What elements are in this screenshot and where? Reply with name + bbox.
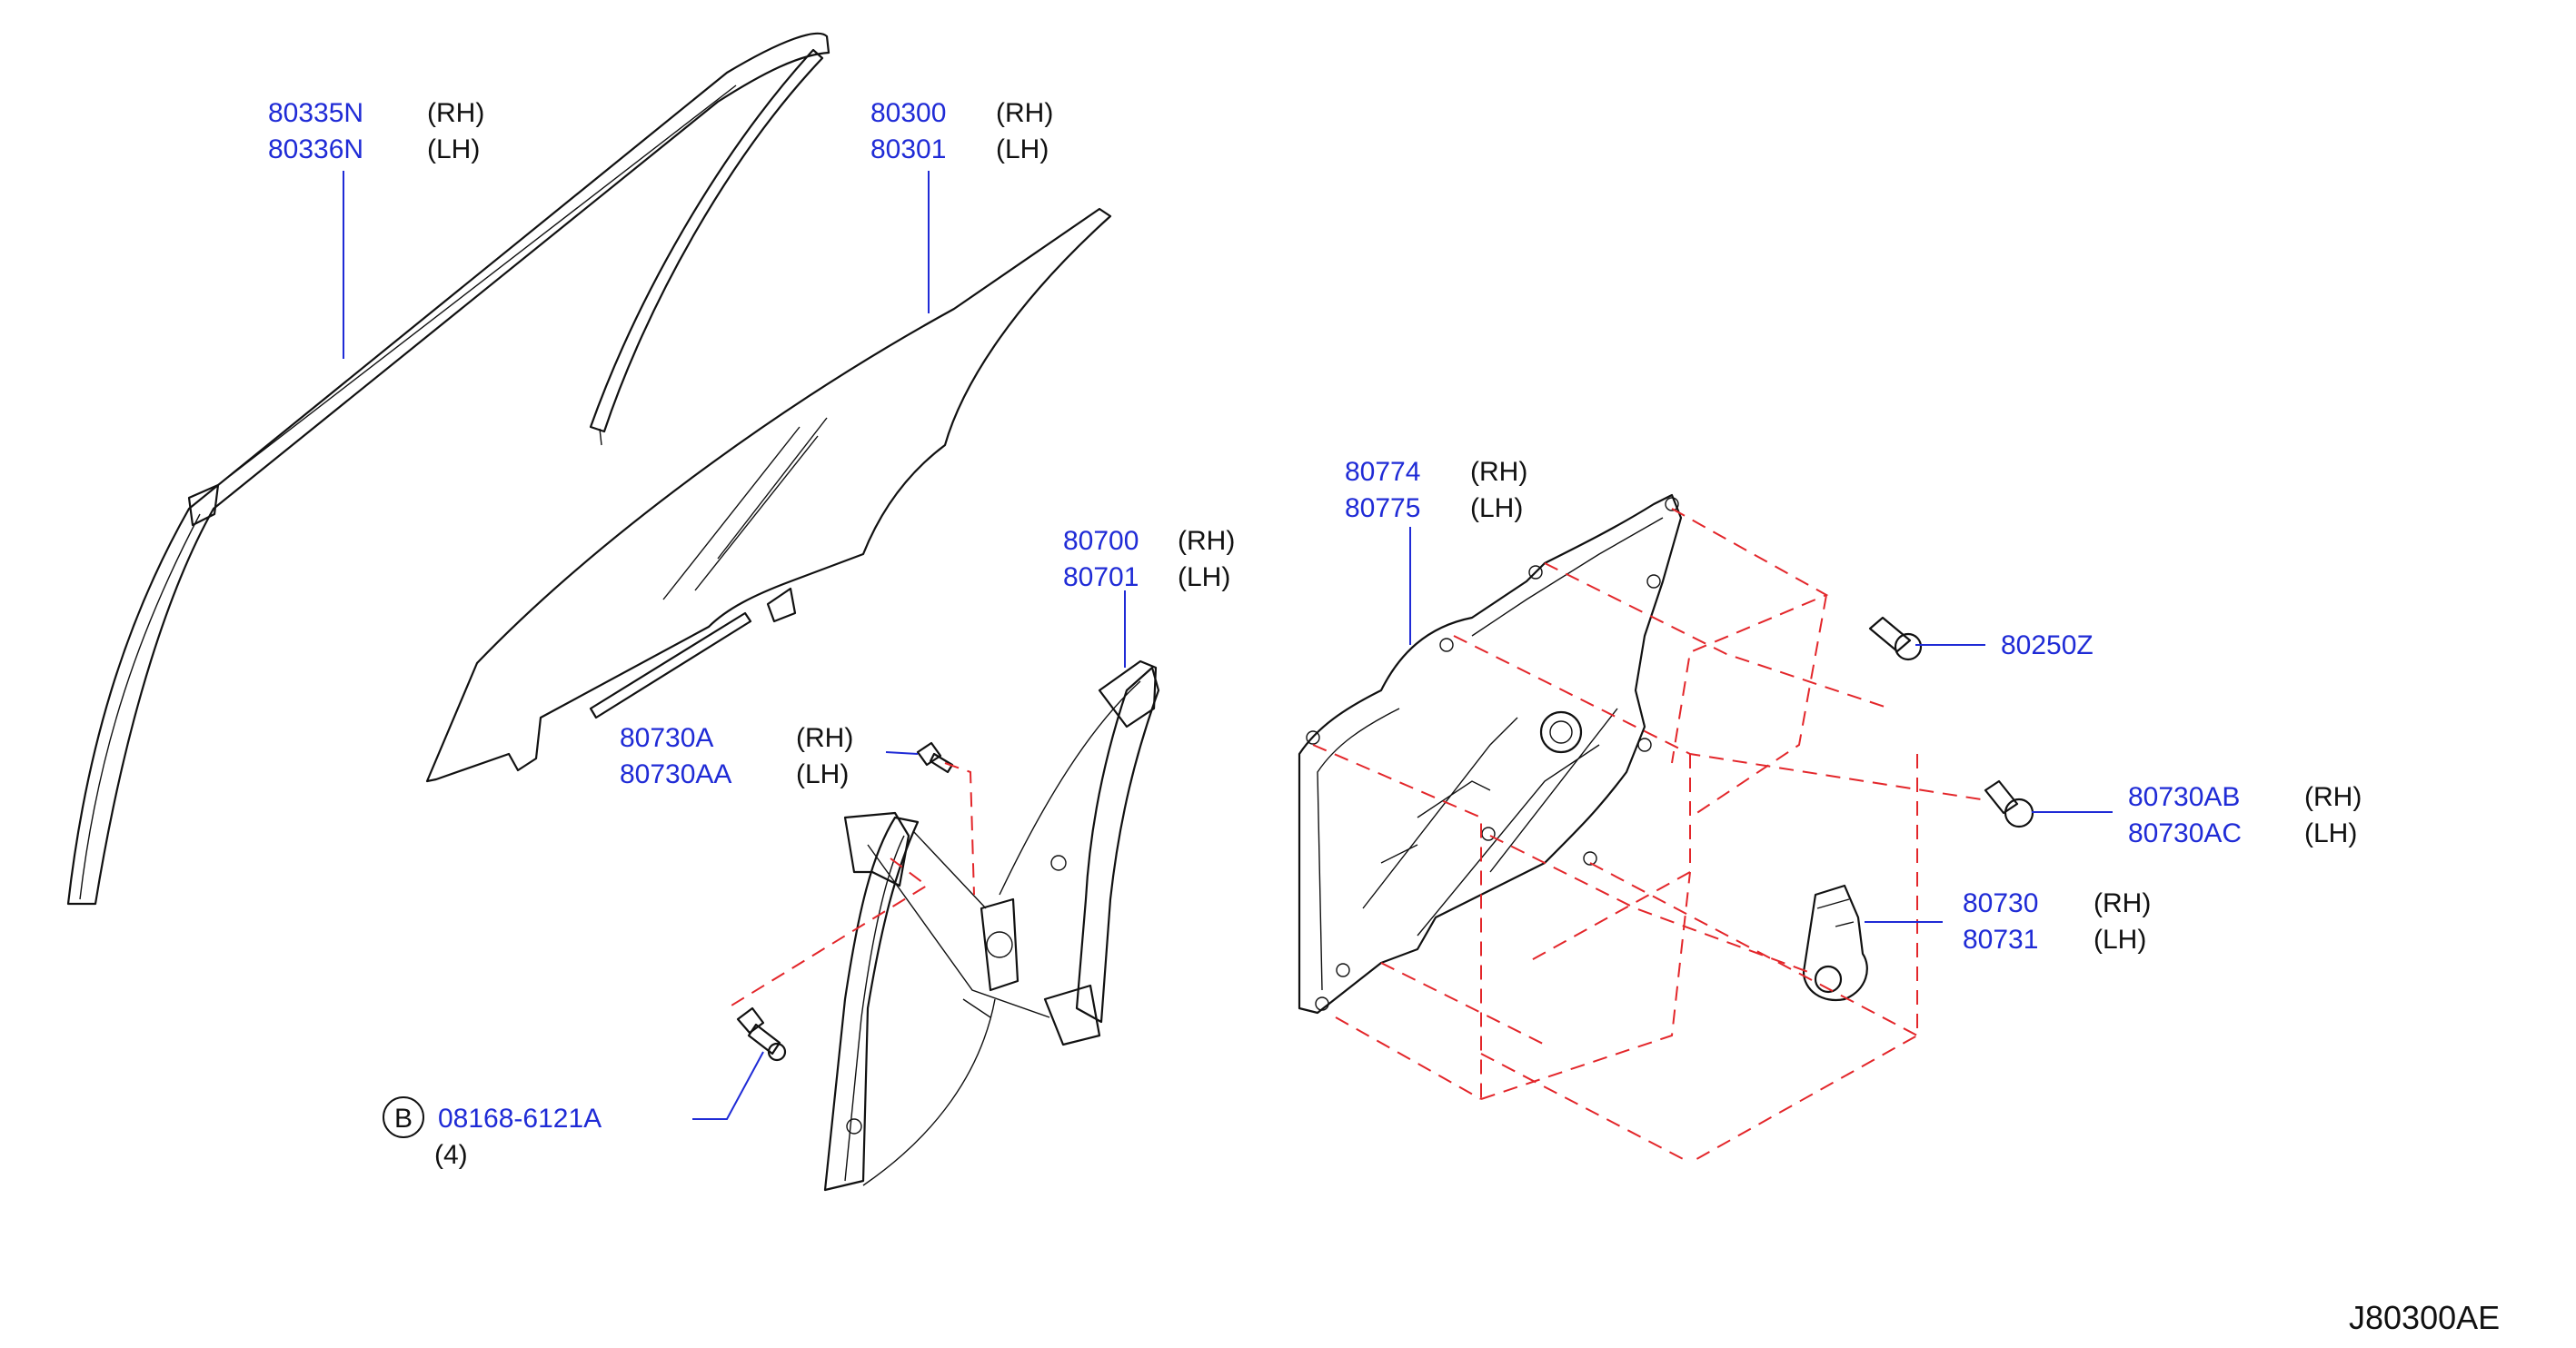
window-regulator <box>823 659 1160 1192</box>
part-number-80301: 80301 <box>870 134 946 164</box>
side-rh: (RH) <box>2304 782 2362 812</box>
b-badge-circle <box>383 1096 424 1138</box>
door-module-panel <box>1298 493 1683 1015</box>
part-number-80336n: 80336N <box>268 134 363 164</box>
side-lh: (LH) <box>427 134 480 164</box>
callout-module-panel: 80774 (RH) 80775 (LH) <box>1345 457 1527 523</box>
window-motor <box>1802 884 1868 1002</box>
diagram-code: J80300AE <box>2349 1299 2500 1336</box>
bolt-80730a <box>916 741 954 774</box>
quantity-4: (4) <box>434 1140 468 1170</box>
part-number-80730: 80730 <box>1963 888 2038 918</box>
b-badge-letter: B <box>394 1104 413 1134</box>
callout-bolt-b: B 08168-6121A (4) <box>383 1096 602 1170</box>
side-lh: (LH) <box>1178 562 1230 592</box>
side-rh: (RH) <box>996 98 1053 128</box>
side-rh: (RH) <box>2094 888 2151 918</box>
hidden-assembly-lines <box>726 508 1982 1164</box>
part-number-80730aa: 80730AA <box>620 759 731 789</box>
door-glass <box>425 207 1112 783</box>
part-number-80250z: 80250Z <box>2001 630 2094 660</box>
callout-regulator: 80700 (RH) 80701 (LH) <box>1063 526 1235 592</box>
callout-motor: 80730 (RH) 80731 (LH) <box>1963 888 2151 955</box>
part-number-80730ab: 80730AB <box>2128 782 2240 812</box>
side-rh: (RH) <box>796 723 853 753</box>
bolt-80730ab <box>1984 779 2034 828</box>
part-number-80775: 80775 <box>1345 493 1420 523</box>
callout-bolt-z: 80250Z <box>2001 630 2094 660</box>
part-number-80701: 80701 <box>1063 562 1139 592</box>
part-number-80774: 80774 <box>1345 457 1420 487</box>
callout-sash: 80335N (RH) 80336N (LH) <box>268 98 484 164</box>
side-lh: (LH) <box>996 134 1049 164</box>
part-number-80731: 80731 <box>1963 925 2038 955</box>
bolt-80250z <box>1868 616 1923 661</box>
side-lh: (LH) <box>1470 493 1523 523</box>
part-number-80730ac: 80730AC <box>2128 818 2242 848</box>
door-sash-molding <box>66 32 830 906</box>
part-number-80335n: 80335N <box>268 98 363 128</box>
part-number-80300: 80300 <box>870 98 946 128</box>
bolt-08168-6121a <box>736 1006 787 1062</box>
side-lh: (LH) <box>796 759 849 789</box>
side-rh: (RH) <box>1470 457 1527 487</box>
callout-glass: 80300 (RH) 80301 (LH) <box>870 98 1053 164</box>
side-rh: (RH) <box>1178 526 1235 556</box>
callout-bolt-a: 80730A (RH) 80730AA (LH) <box>620 723 853 789</box>
side-lh: (LH) <box>2304 818 2357 848</box>
side-lh: (LH) <box>2094 925 2146 955</box>
part-number-80700: 80700 <box>1063 526 1139 556</box>
part-number-08168-6121a: 08168-6121A <box>438 1104 602 1134</box>
side-rh: (RH) <box>427 98 484 128</box>
callout-bolt-ab: 80730AB (RH) 80730AC (LH) <box>2128 782 2362 848</box>
part-number-80730a: 80730A <box>620 723 713 753</box>
leader-lines <box>343 171 2113 1120</box>
